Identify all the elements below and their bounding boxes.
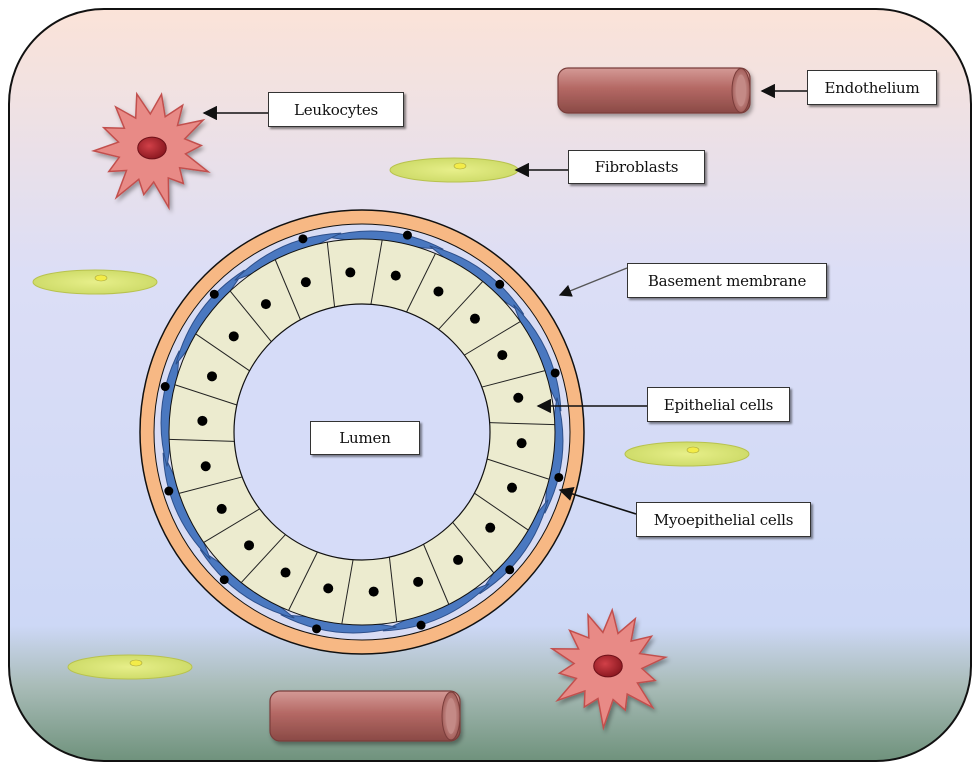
epithelial-nucleus (281, 568, 291, 578)
epithelial-nucleus (229, 331, 239, 341)
myoepithelial-nucleus (164, 487, 173, 496)
endothelium-vessel-top (558, 68, 750, 113)
epithelial-nucleus (244, 540, 254, 550)
myoepithelial-nucleus (554, 473, 563, 482)
epithelial-nucleus (197, 416, 207, 426)
epithelial-nucleus (470, 314, 480, 324)
epithelial-nucleus (207, 371, 217, 381)
leukocyte-nucleus (594, 655, 623, 677)
myoepithelial-nucleus (161, 382, 170, 391)
epithelial-nucleus (369, 587, 379, 597)
myoepithelial-nucleus (417, 621, 426, 630)
myoepithelial-nucleus (505, 565, 514, 574)
fibroblast-left (33, 270, 157, 294)
epithelial-nucleus (323, 583, 333, 593)
myoepithelial-nucleus (403, 231, 412, 240)
fibroblast-top (390, 158, 518, 182)
epithelial-nucleus (201, 461, 211, 471)
epithelial-nucleus (507, 483, 517, 493)
label-epithelial-cells: Epithelial cells (647, 387, 790, 422)
leukocyte-nucleus (138, 137, 167, 159)
myoepithelial-nucleus (210, 290, 219, 299)
epithelial-nucleus (391, 271, 401, 281)
epithelial-nucleus (217, 504, 227, 514)
epithelial-nucleus (345, 267, 355, 277)
myoepithelial-nucleus (495, 280, 504, 289)
myoepithelial-nucleus (551, 368, 560, 377)
fibroblast-right (625, 442, 749, 466)
epithelial-nucleus (261, 299, 271, 309)
fibroblast-bottom (68, 655, 192, 679)
endothelium-vessel-bottom (270, 691, 460, 741)
myoepithelial-nucleus (312, 624, 321, 633)
epithelial-nucleus (485, 523, 495, 533)
label-fibroblasts: Fibroblasts (568, 150, 705, 184)
label-basement-membrane: Basement membrane (627, 263, 827, 298)
epithelial-nucleus (413, 577, 423, 587)
epithelial-nucleus (301, 277, 311, 287)
myoepithelial-nucleus (220, 575, 229, 584)
label-myoepithelial-cells: Myoepithelial cells (636, 502, 811, 537)
label-leukocytes: Leukocytes (268, 92, 404, 127)
epithelial-nucleus (453, 555, 463, 565)
epithelial-nucleus (497, 350, 507, 360)
label-endothelium: Endothelium (807, 70, 937, 105)
epithelial-nucleus (517, 438, 527, 448)
epithelial-nucleus (433, 286, 443, 296)
myoepithelial-nucleus (298, 234, 307, 243)
epithelial-nucleus (513, 393, 523, 403)
label-lumen: Lumen (310, 421, 420, 455)
